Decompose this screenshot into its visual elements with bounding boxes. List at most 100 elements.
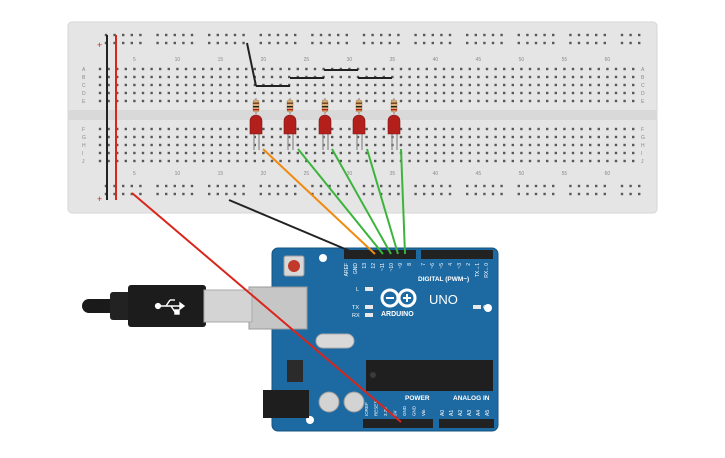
led-l-indicator (365, 287, 373, 291)
digital-pin-label: ~6 (430, 263, 436, 269)
row-letter: A (641, 67, 645, 73)
column-number: 30 (347, 171, 353, 177)
row-letter: B (641, 75, 645, 81)
digital-pin-label: ~11 (380, 263, 386, 271)
digital-pin-label: ~10 (389, 263, 395, 272)
row-letter: G (641, 135, 645, 141)
column-number: 55 (562, 57, 568, 63)
led-l-label: L (356, 287, 359, 293)
led-body[interactable] (387, 114, 401, 135)
column-number: 25 (304, 171, 310, 177)
power-pin-label: GND (402, 405, 407, 416)
column-number: 40 (433, 57, 439, 63)
analog-pin-label: A0 (440, 410, 446, 416)
led-body[interactable] (318, 114, 332, 135)
led[interactable] (387, 114, 401, 150)
led-body[interactable] (283, 114, 297, 135)
wire-pin-9[interactable] (400, 148, 406, 255)
resistor[interactable] (286, 98, 294, 114)
row-letter: A (82, 67, 86, 73)
row-letter: F (82, 127, 85, 133)
usb-jack (248, 286, 308, 330)
led[interactable] (352, 114, 366, 150)
led[interactable] (283, 114, 297, 150)
power-pin-label: Vin (421, 409, 426, 416)
row-letter: E (641, 99, 645, 105)
row-letter: G (82, 135, 86, 141)
led-tx-label: TX (352, 305, 359, 311)
row-letter: H (641, 143, 645, 149)
column-number: 50 (519, 57, 525, 63)
led[interactable] (249, 114, 263, 150)
crystal-oscillator (315, 333, 355, 349)
digital-header-right[interactable] (421, 250, 493, 259)
power-pin-label: 3.3V (383, 407, 388, 416)
led[interactable] (318, 114, 332, 150)
resistor[interactable] (321, 98, 329, 114)
wire-5v[interactable] (131, 192, 402, 423)
model-label: UNO (429, 292, 458, 307)
breadboard-labels: 5510101515202025253030353540404545505055… (82, 57, 645, 177)
jumper-wire-gnd[interactable] (246, 42, 257, 87)
led-body[interactable] (249, 114, 263, 135)
digital-pin-label: 8 (407, 263, 413, 266)
power-pin-label: IOREF (364, 402, 369, 416)
breadboard-jumpers[interactable] (246, 42, 392, 87)
digital-pin-label: 7 (421, 263, 427, 266)
led-tx-indicator (365, 305, 373, 309)
resistor[interactable] (355, 98, 363, 114)
brand-label: ARDUINO (381, 311, 414, 318)
led-body[interactable] (352, 114, 366, 135)
resistor[interactable] (252, 98, 260, 114)
wire-pin-11[interactable] (331, 148, 392, 255)
row-letter: D (82, 91, 86, 97)
column-number: 15 (218, 57, 224, 63)
led-rx-label: RX (352, 313, 360, 319)
connection-wires[interactable] (131, 148, 406, 423)
digital-pin-label: ~5 (439, 263, 445, 269)
wire-pin-12[interactable] (297, 148, 384, 255)
column-number: 10 (175, 171, 181, 177)
microcontroller-chip (366, 360, 493, 391)
analog-label: ANALOG IN (453, 395, 490, 402)
reset-button-cap[interactable] (288, 260, 300, 272)
wire-gnd[interactable] (228, 199, 358, 255)
chip-notch (370, 372, 376, 378)
capacitor (318, 391, 340, 413)
digital-label: DIGITAL (PWM~) (418, 276, 469, 283)
column-number: 40 (433, 171, 439, 177)
column-number: 15 (218, 171, 224, 177)
led-group[interactable] (249, 98, 401, 150)
row-letter: H (82, 143, 86, 149)
column-number: 20 (261, 171, 267, 177)
digital-header-left[interactable] (344, 250, 416, 259)
row-letter: I (641, 151, 642, 157)
column-number: 45 (476, 57, 482, 63)
column-number: 50 (519, 171, 525, 177)
digital-pin-label: 4 (448, 263, 454, 266)
led-rx-indicator (365, 313, 373, 317)
usb-cable[interactable] (82, 285, 253, 327)
power-label: POWER (405, 395, 430, 402)
analog-header[interactable] (439, 419, 494, 428)
row-letter: C (82, 83, 86, 89)
digital-pin-label: 13 (362, 263, 368, 269)
row-letter: C (641, 83, 645, 89)
digital-pin-label: TX→1 (475, 263, 481, 277)
column-number: 35 (390, 171, 396, 177)
power-header[interactable] (363, 419, 433, 428)
column-number: 60 (605, 171, 611, 177)
resistor[interactable] (390, 98, 398, 114)
column-number: 20 (261, 57, 267, 63)
column-number: 25 (304, 57, 310, 63)
voltage-regulator (287, 360, 303, 382)
usb-plug-metal (203, 289, 253, 323)
wire-pin-10[interactable] (366, 148, 399, 255)
wire-pin-13[interactable] (262, 148, 376, 255)
digital-pin-label: ~3 (457, 263, 463, 269)
led-on-label: ON (483, 305, 491, 311)
